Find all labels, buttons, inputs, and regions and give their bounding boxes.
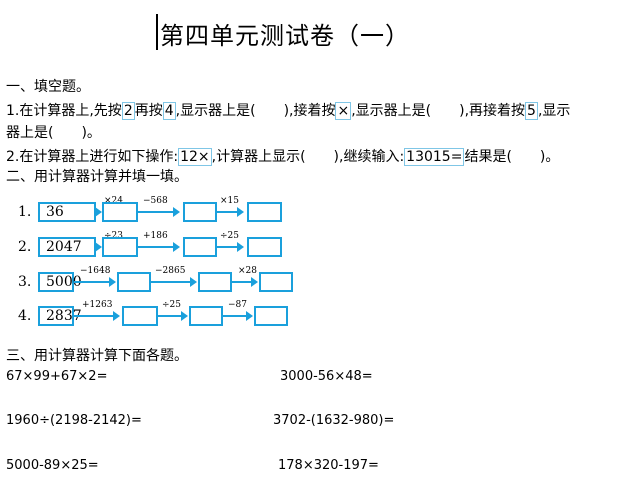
q1-text-2: 再按 (134, 103, 163, 119)
key-5-button: 5 (525, 102, 538, 120)
chain-answer-box (117, 272, 151, 292)
chain-answer-box (122, 306, 158, 326)
question-1-line-2: 器上是( )。 (6, 125, 101, 141)
chain-answer-box (254, 306, 288, 326)
chain-operation-label: ÷25 (220, 231, 239, 241)
chain-operation-label: ÷23 (104, 231, 123, 241)
chain-answer-box (247, 237, 282, 257)
key-13015-equals-button: 13015= (404, 148, 465, 166)
key-2-button: 2 (121, 102, 135, 120)
chain-operation-label: −87 (228, 300, 247, 310)
key-12-multiply-button: 12× (178, 148, 212, 166)
chain-answer-box (259, 272, 293, 292)
chain-arrow (95, 207, 102, 217)
chain-arrow (138, 207, 180, 217)
section3-heading: 三、用计算器计算下面各题。 (6, 348, 188, 364)
chain-operation-label: −568 (143, 196, 168, 206)
chain-answer-box (183, 202, 217, 222)
section2-heading: 二、用计算器计算并填一填。 (6, 169, 188, 185)
chain-start-box: 2047 (38, 237, 96, 257)
chain-operation-label: +1263 (82, 300, 113, 310)
chain-operation-label: ÷25 (162, 300, 181, 310)
chain-operation-label: ×15 (220, 196, 239, 206)
chain-operation-label: ×24 (104, 196, 123, 206)
q2-text-1: 2.在计算器上进行如下操作: (6, 149, 179, 165)
chain-arrow (138, 242, 180, 252)
chain-answer-box (198, 272, 232, 292)
chain-answer-box (102, 237, 138, 257)
page-title: 第四单元测试卷（一） (160, 22, 410, 50)
chain-operation-label: ×28 (238, 266, 257, 276)
chain-operation-label: −2865 (155, 266, 186, 276)
question-2: 2.在计算器上进行如下操作:12×,计算器上显示( ),继续输入:13015=结… (6, 146, 559, 166)
chain-row-number: 2. (18, 239, 32, 255)
calc-problem: 178×320-197= (278, 458, 379, 473)
chain-arrow (74, 311, 120, 321)
key-multiply-button: × (335, 102, 352, 120)
chain-operation-label: −1648 (80, 266, 111, 276)
chain-arrow (95, 242, 102, 252)
chain-arrow (232, 277, 258, 287)
q2-text-2: ,计算器上显示( ),继续输入: (211, 149, 405, 165)
chain-arrow (74, 277, 116, 287)
chain-arrow (158, 311, 188, 321)
calc-problem: 1960÷(2198-2142)= (6, 413, 142, 428)
chain-start-box: 2837 (38, 306, 82, 326)
chain-arrow (223, 311, 253, 321)
chain-answer-box (183, 237, 217, 257)
chain-answer-box (189, 306, 223, 326)
chain-answer-box (102, 202, 138, 222)
chain-operation-label: +186 (143, 231, 168, 241)
chain-row-number: 4. (18, 308, 32, 324)
calc-problem: 5000-89×25= (6, 458, 99, 473)
calc-problem: 67×99+67×2= (6, 369, 108, 384)
calc-problem: 3000-56×48= (280, 369, 373, 384)
chain-answer-box (247, 202, 282, 222)
chain-start-box: 5000 (38, 272, 82, 292)
chain-row-number: 1. (18, 204, 32, 220)
q2-text-3: 结果是( )。 (464, 149, 560, 165)
text-cursor (156, 14, 158, 50)
q1-text-5: ,显示 (537, 103, 571, 119)
chain-start-box: 36 (38, 202, 96, 222)
q1-text-4: ,显示器上是( ),再接着按 (351, 103, 526, 119)
key-4-button: 4 (162, 102, 176, 120)
section1-heading: 一、填空题。 (6, 79, 90, 95)
chain-arrow (151, 277, 197, 287)
calc-problem: 3702-(1632-980)= (273, 413, 395, 428)
chain-arrow (217, 207, 244, 217)
q1-text-3: ,显示器上是( ),接着按 (175, 103, 336, 119)
chain-arrow (217, 242, 244, 252)
q1-text-1: 1.在计算器上,先按 (6, 103, 122, 119)
chain-row-number: 3. (18, 274, 32, 290)
